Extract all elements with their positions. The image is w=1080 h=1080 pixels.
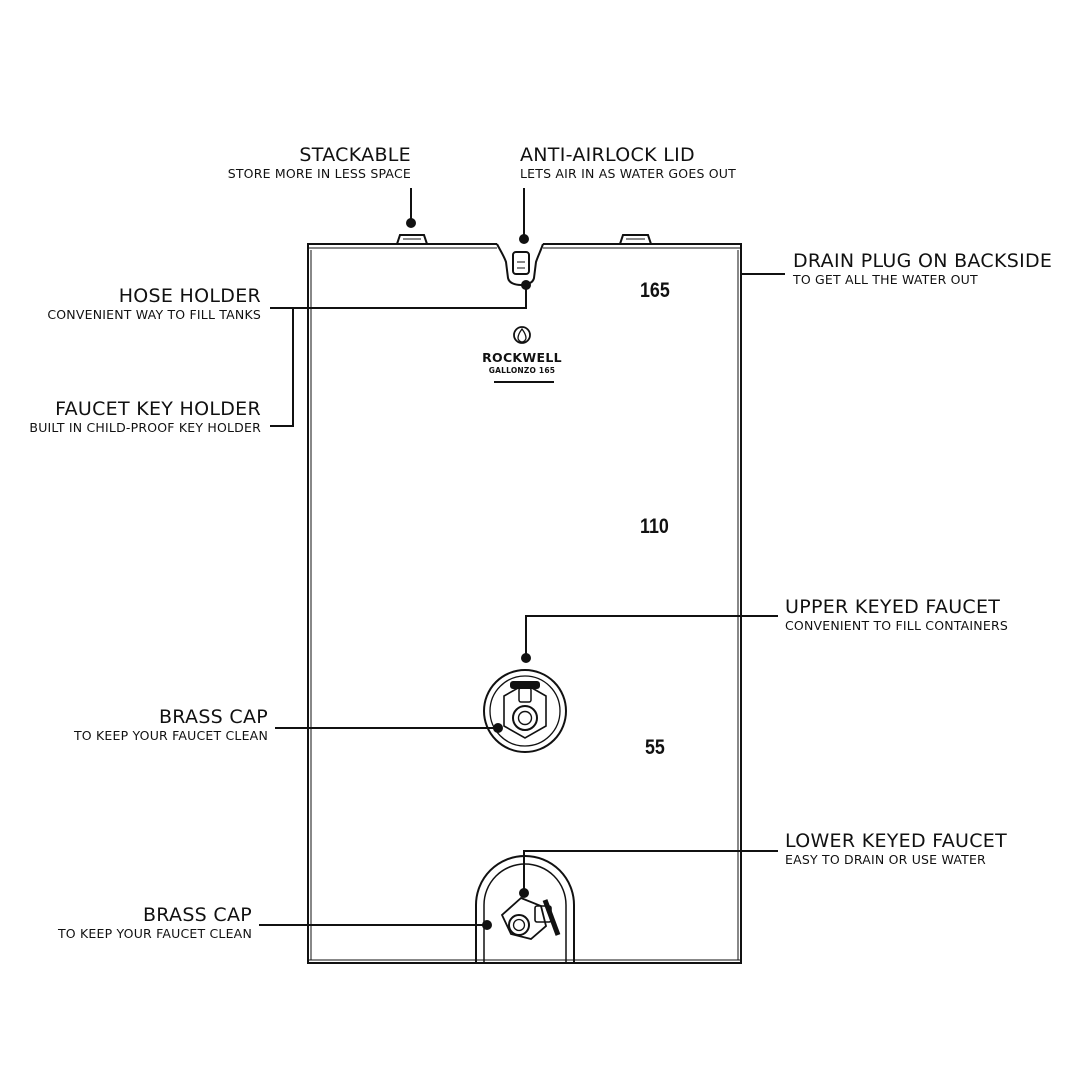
callout-subtitle: CONVENIENT WAY TO FILL TANKS: [47, 307, 261, 322]
callout-brass-cap-lower: BRASS CAP TO KEEP YOUR FAUCET CLEAN: [58, 904, 252, 942]
tank-brand: ROCKWELL GALLONZO 165: [462, 350, 582, 375]
callout-subtitle: EASY TO DRAIN OR USE WATER: [785, 852, 986, 867]
upper-faucet-assembly: [483, 669, 567, 753]
gauge-mark-55: 55: [645, 736, 665, 759]
callout-upper-keyed-faucet: UPPER KEYED FAUCET CONVENIENT TO FILL CO…: [785, 596, 1008, 634]
callout-drain-plug: DRAIN PLUG ON BACKSIDE TO GET ALL THE WA…: [793, 250, 1052, 288]
callout-stackable: STACKABLE STORE MORE IN LESS SPACE: [228, 144, 411, 182]
callout-subtitle: BUILT IN CHILD-PROOF KEY HOLDER: [29, 420, 261, 435]
callout-title: HOSE HOLDER: [118, 285, 261, 307]
callout-subtitle: CONVENIENT TO FILL CONTAINERS: [785, 618, 1008, 633]
callout-subtitle: TO KEEP YOUR FAUCET CLEAN: [57, 926, 252, 941]
stack-lug-left: [396, 234, 428, 245]
callout-brass-cap-upper: BRASS CAP TO KEEP YOUR FAUCET CLEAN: [74, 706, 268, 744]
callout-lower-keyed-faucet: LOWER KEYED FAUCET EASY TO DRAIN OR USE …: [785, 830, 1007, 868]
callout-title: BRASS CAP: [158, 706, 268, 728]
tank-body: [307, 243, 742, 964]
callout-title: LOWER KEYED FAUCET: [785, 830, 1008, 852]
rockwell-logo-mark: [494, 326, 554, 383]
callout-title: FAUCET KEY HOLDER: [55, 398, 261, 420]
callout-subtitle: TO GET ALL THE WATER OUT: [793, 272, 978, 287]
callout-hose-holder: HOSE HOLDER CONVENIENT WAY TO FILL TANKS: [47, 285, 261, 323]
callout-title: DRAIN PLUG ON BACKSIDE: [793, 250, 1053, 272]
callout-title: ANTI-AIRLOCK LID: [520, 144, 695, 166]
stack-lug-right: [619, 234, 652, 245]
brand-name: ROCKWELL: [482, 350, 562, 365]
gauge-mark-165: 165: [640, 279, 670, 302]
callout-title: BRASS CAP: [142, 904, 252, 926]
anti-airlock-lid: [496, 243, 544, 287]
callout-subtitle: TO KEEP YOUR FAUCET CLEAN: [73, 728, 268, 743]
callout-title: UPPER KEYED FAUCET: [785, 596, 1001, 618]
callout-subtitle: LETS AIR IN AS WATER GOES OUT: [520, 166, 736, 181]
callout-anti-airlock-lid: ANTI-AIRLOCK LID LETS AIR IN AS WATER GO…: [520, 144, 736, 182]
lower-faucet-assembly: [500, 896, 561, 940]
gauge-mark-110: 110: [640, 515, 669, 538]
callout-subtitle: STORE MORE IN LESS SPACE: [227, 166, 411, 181]
callout-faucet-key-holder: FAUCET KEY HOLDER BUILT IN CHILD-PROOF K…: [29, 398, 261, 436]
callout-lines: [259, 188, 785, 930]
callout-title: STACKABLE: [299, 144, 411, 166]
model-name: GALLONZO 165: [488, 366, 556, 375]
